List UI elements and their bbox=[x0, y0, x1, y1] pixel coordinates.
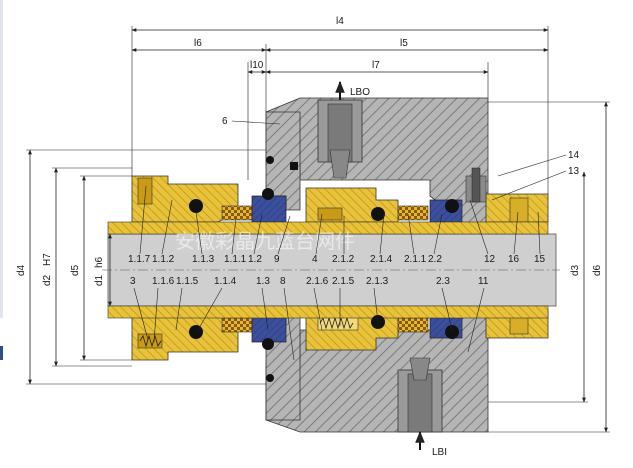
label-1-1-3: 1.1.3 bbox=[192, 254, 215, 265]
shaft-labels-lower: 3 1.1.6 1.1.5 1.1.4 1.3 8 2.1.6 2.1.5 2.… bbox=[130, 276, 489, 287]
label-2-1-1: 2.1.1 bbox=[404, 254, 427, 265]
leader-lines bbox=[133, 185, 541, 361]
label-16: 16 bbox=[508, 254, 520, 265]
label-2-1-4: 2.1.4 bbox=[370, 254, 393, 265]
dim-l10: l10 bbox=[250, 60, 264, 71]
label-8: 8 bbox=[280, 276, 286, 287]
port-lbi: LBI bbox=[397, 357, 447, 458]
label-1-1-2: 1.1.2 bbox=[152, 254, 175, 265]
label-1-1-4: 1.1.4 bbox=[214, 276, 237, 287]
label-4: 4 bbox=[312, 254, 318, 265]
dim-l6: l6 bbox=[194, 38, 202, 49]
dim-d2-tol: H7 bbox=[42, 253, 53, 266]
label-1-1-7: 1.1.7 bbox=[128, 254, 151, 265]
watermark-text: 安徽彩晶九蓝台网件 bbox=[175, 230, 355, 253]
port-lbo: LBO bbox=[317, 80, 370, 179]
label-2-1-5: 2.1.5 bbox=[332, 276, 355, 287]
dim-l5: l5 bbox=[400, 38, 408, 49]
left-gland bbox=[131, 175, 239, 361]
label-15: 15 bbox=[534, 254, 546, 265]
label-2-1-6: 2.1.6 bbox=[306, 276, 329, 287]
label-13: 13 bbox=[568, 166, 580, 177]
label-9: 9 bbox=[274, 254, 280, 265]
label-3: 3 bbox=[130, 276, 136, 287]
dimension-labels: l4 l6 l5 l10 l7 d4 d2 H7 d5 d1 h6 d3 d6 bbox=[16, 16, 603, 286]
edge-accent-top bbox=[0, 0, 3, 318]
label-1-1-1: 1.1.1 bbox=[224, 254, 247, 265]
label-6: 6 bbox=[222, 116, 228, 127]
dim-d6: d6 bbox=[592, 264, 603, 276]
label-1-1-5: 1.1.5 bbox=[176, 276, 199, 287]
label-1-1-6: 1.1.6 bbox=[152, 276, 175, 287]
dimension-lines bbox=[26, 26, 610, 433]
packing-rings bbox=[221, 205, 429, 333]
label-2-3: 2.3 bbox=[436, 276, 450, 287]
outside-labels: 6 14 13 bbox=[222, 116, 580, 201]
port-lbi-label: LBI bbox=[432, 447, 447, 458]
dim-l7: l7 bbox=[372, 60, 380, 71]
dim-l4: l4 bbox=[336, 16, 344, 27]
port-lbo-label: LBO bbox=[350, 87, 370, 98]
dim-d1-tol: h6 bbox=[94, 256, 105, 268]
dim-d2: d2 bbox=[42, 274, 53, 286]
dim-d4: d4 bbox=[16, 264, 27, 276]
label-1-3: 1.3 bbox=[256, 276, 270, 287]
label-2-2: 2.2 bbox=[428, 254, 442, 265]
shaft-labels-upper: 1.1.7 1.1.2 1.1.3 1.1.1 1.2 9 4 2.1.2 2.… bbox=[128, 254, 546, 265]
label-14: 14 bbox=[568, 150, 580, 161]
label-2-1-3: 2.1.3 bbox=[366, 276, 389, 287]
label-2-1-2: 2.1.2 bbox=[332, 254, 355, 265]
shaft bbox=[102, 221, 560, 319]
label-11: 11 bbox=[478, 276, 489, 287]
dim-d5: d5 bbox=[70, 264, 81, 276]
label-1-2: 1.2 bbox=[248, 254, 262, 265]
dim-d1: d1 bbox=[94, 274, 105, 286]
label-12: 12 bbox=[484, 254, 496, 265]
edge-accent-mark bbox=[0, 346, 3, 360]
dim-d3: d3 bbox=[570, 264, 581, 276]
